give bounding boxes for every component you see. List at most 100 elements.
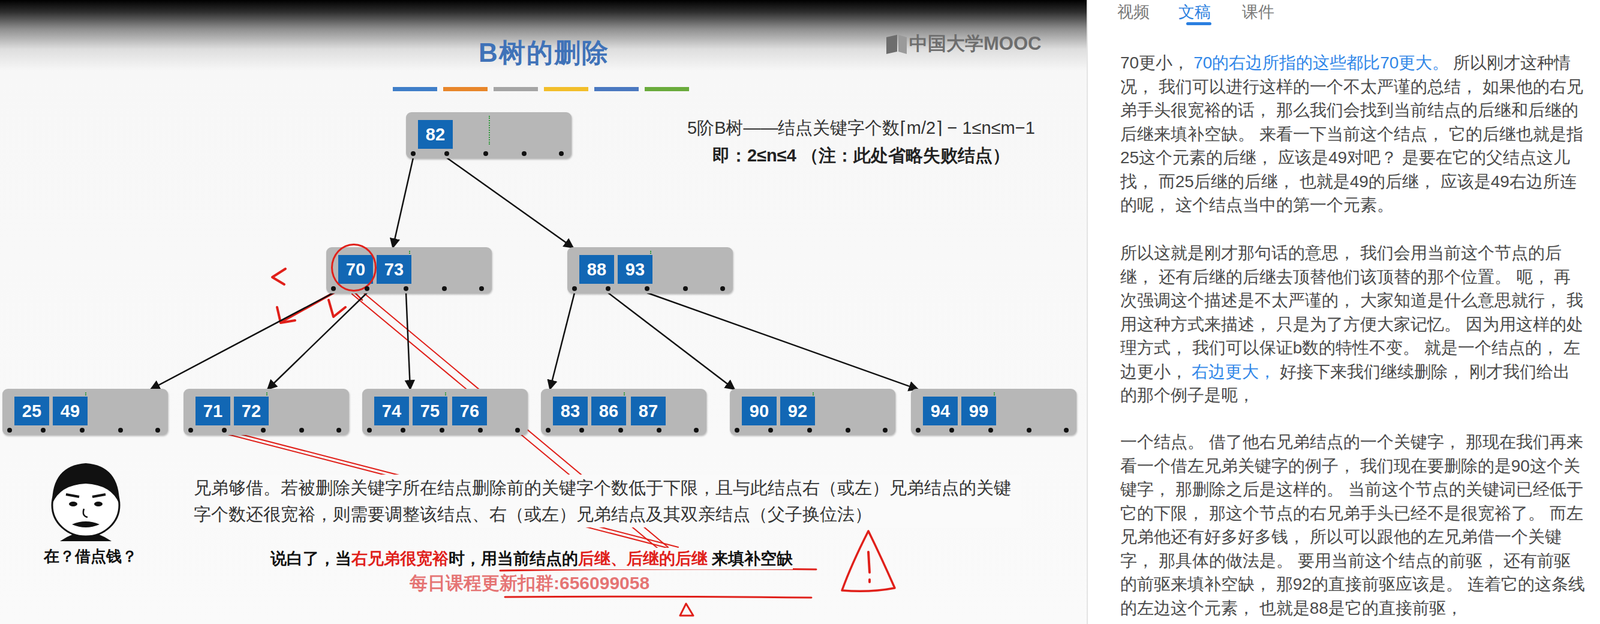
key-value: 76	[452, 396, 487, 426]
btree-node: 747576	[362, 388, 528, 435]
pointer-dot	[720, 286, 726, 291]
key-value: 75	[412, 396, 448, 426]
key-value: 99	[961, 396, 997, 426]
key-cell: 88	[579, 254, 615, 284]
pointer-dot	[403, 286, 409, 291]
key-cell: 71	[195, 396, 231, 426]
meme-nose	[83, 508, 88, 517]
key-cell: 76	[452, 396, 487, 426]
pointer-dot	[644, 286, 650, 291]
pointer-dot	[949, 427, 955, 433]
min-keys-marker	[488, 115, 490, 145]
summary-line: 说白了，当右兄弟很宽裕时，用当前结点的后继、后继的后继来填补空缺	[270, 547, 793, 570]
color-bar-segment	[392, 86, 438, 92]
red-small-triangle	[680, 603, 694, 616]
btree-node: 7172	[183, 388, 350, 435]
meme-face	[52, 462, 120, 541]
text-run: 说白了，当	[270, 549, 352, 568]
pointer-dot	[221, 427, 227, 433]
transcript-paragraph: 所以这就是刚才那句话的意思， 我们会用当前这个节点的后继， 还有后继的后继去顶替…	[1120, 241, 1586, 408]
text-run: 70的右边所指的这些都比70更大。	[1193, 53, 1449, 72]
key-value: 82	[417, 119, 453, 149]
key-cell: 94	[922, 396, 958, 426]
color-bar-segment	[594, 86, 639, 92]
color-bar-segment	[443, 86, 488, 92]
watermark: 每日课程更新扣群:656099058	[409, 570, 650, 596]
pointer-dot	[364, 286, 370, 291]
active-tab-underline	[1186, 22, 1212, 26]
key-cell: 92	[780, 396, 815, 426]
pointer-dot	[336, 427, 342, 433]
pointer-dot	[683, 286, 688, 291]
pointer-dot	[545, 427, 551, 433]
key-value: 73	[376, 254, 412, 284]
text-run: 右边更大，	[1191, 362, 1276, 381]
text-run: 所以刚才这种情况， 我们可以进行这样的一个不太严谨的总结， 如果他的右兄弟手头很…	[1120, 53, 1584, 215]
color-bar-segment	[493, 86, 538, 92]
pointer-dot	[79, 427, 85, 433]
tree-pointer-arrow	[446, 157, 574, 248]
pointer-dot	[915, 427, 921, 433]
pointer-dot	[693, 427, 699, 433]
key-value: 25	[14, 396, 50, 426]
pointer-dot	[618, 427, 624, 433]
pointer-dot	[572, 286, 577, 291]
key-value: 86	[591, 396, 627, 426]
tree-pointer-arrow	[608, 292, 735, 390]
red-warning-triangle	[841, 530, 895, 591]
pointer-dot	[40, 427, 46, 433]
text-run: 70更小，	[1120, 53, 1190, 72]
btree-node: 7370	[326, 247, 492, 294]
text-run: 来填补空缺	[711, 549, 793, 568]
pointer-dot	[400, 427, 406, 433]
btree-node: 2549	[2, 388, 168, 435]
key-value: 92	[780, 396, 815, 426]
pointer-dot	[882, 427, 888, 433]
key-cell: 82	[417, 119, 453, 149]
meme-brows	[65, 494, 106, 497]
pointer-dot	[579, 427, 585, 433]
meme-caption: 在？借点钱？	[43, 545, 138, 567]
pointer-dot	[410, 151, 416, 156]
key-cell: 86	[591, 396, 627, 426]
pointer-dot	[1026, 427, 1032, 433]
key-cell: 74	[374, 396, 409, 426]
tree-pointer-arrow	[405, 292, 411, 390]
key-value: 70	[338, 254, 374, 284]
tab: 视频	[1117, 1, 1150, 23]
tab: 课件	[1241, 1, 1275, 23]
meme-eye	[68, 501, 78, 507]
red-arrow-head	[328, 299, 346, 317]
slide-title: B树的删除	[478, 35, 610, 71]
transcript-paragraph: 70更小，70的右边所指的这些都比70更大。所以刚才这种情况， 我们可以进行这样…	[1120, 50, 1586, 218]
pointer-dot	[441, 286, 447, 291]
color-bar-segment	[644, 86, 690, 92]
text-run: 时，用当前结点的	[448, 549, 579, 568]
key-value: 93	[617, 254, 653, 284]
tree-pointer-arrow	[549, 292, 575, 390]
order-formula: 5阶B树——结点关键字个数⌈m/2⌉ − 1≤n≤m−1	[687, 116, 1036, 141]
pointer-dot	[605, 286, 611, 291]
red-underline	[504, 596, 812, 598]
text-run: 右兄弟很宽裕	[351, 549, 449, 568]
tab-active: 文稿	[1178, 1, 1211, 23]
key-cell: 90	[741, 396, 777, 426]
key-value: 94	[922, 396, 958, 426]
pointer-dot	[260, 427, 266, 433]
btree-node: 838687	[540, 388, 707, 435]
pointer-dot	[331, 286, 336, 291]
pointer-dot	[118, 427, 123, 433]
text-run: 所以这就是刚才那句话的意思， 我们会用当前这个节点的后继， 还有后继的后继去顶替…	[1120, 243, 1584, 381]
pointer-dot	[479, 286, 484, 291]
logo-page	[886, 34, 898, 54]
pointer-dot	[515, 427, 520, 433]
pointer-dot	[299, 427, 305, 433]
pointer-dot	[7, 427, 12, 433]
key-value: 90	[741, 396, 777, 426]
key-cell: 73	[376, 254, 412, 284]
pointer-dot	[521, 151, 527, 156]
key-value: 88	[579, 254, 615, 284]
transcript-paragraph: 一个结点。 借了他右兄弟结点的一个关键字， 那现在我们再来看一个借左兄弟关键字的…	[1120, 429, 1586, 620]
red-handwriting	[203, 268, 895, 616]
